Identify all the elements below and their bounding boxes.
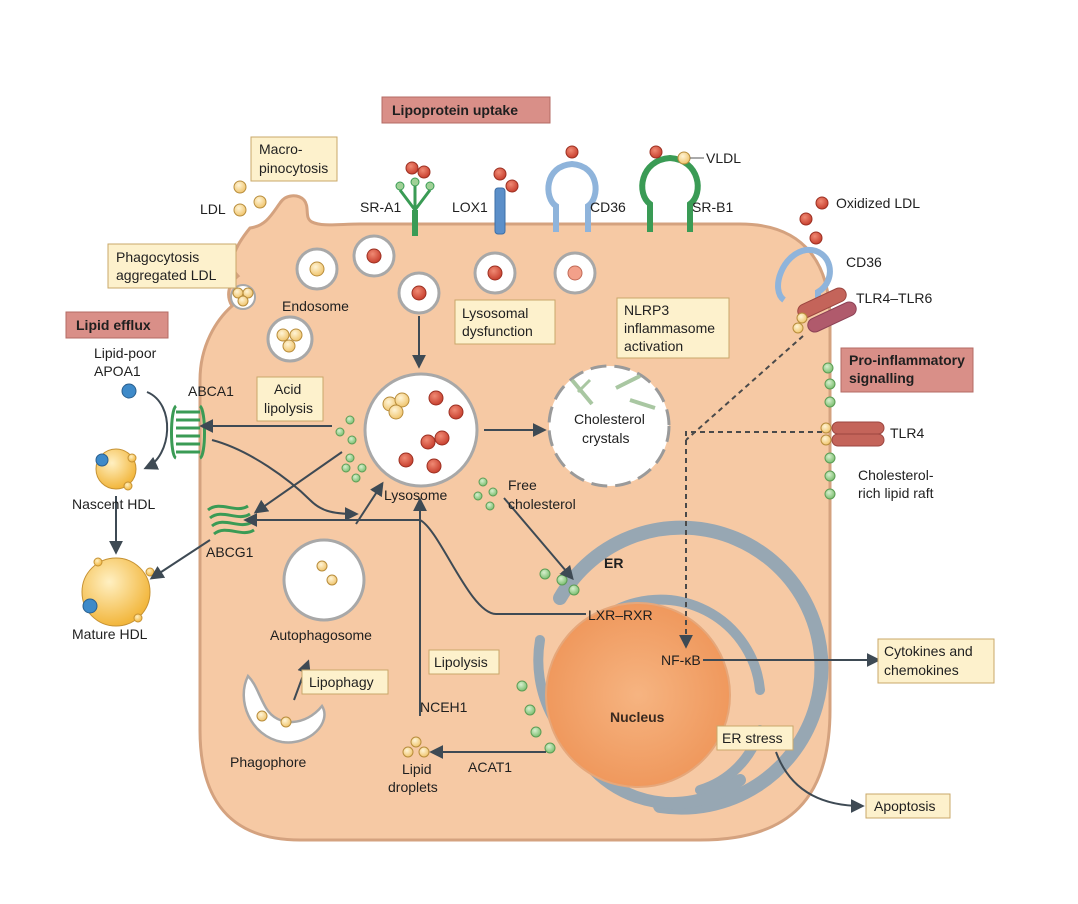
sr-a1-receptor (395, 161, 435, 236)
nlrp3-label-2: inflammasome (624, 320, 715, 336)
lipid-raft-label-1: Cholesterol- (858, 467, 934, 483)
abcg1-transporter (207, 504, 255, 536)
vldl-label: VLDL (706, 150, 741, 166)
cd36-right-receptor (775, 246, 833, 306)
nucleus (545, 602, 731, 788)
apoptosis-label: Apoptosis (874, 798, 935, 814)
autophagosome (282, 538, 366, 622)
ldl-particles (233, 180, 267, 217)
mature-hdl-label: Mature HDL (72, 626, 148, 642)
lipid-poor-label-2: APOA1 (94, 363, 141, 379)
abca1-label: ABCA1 (188, 383, 234, 399)
nlrp3-label-3: activation (624, 338, 683, 354)
macropinocytosis-label-2: pinocytosis (259, 160, 328, 176)
macropinocytosis-label-1: Macro- (259, 141, 303, 157)
lipid-poor-label-1: Lipid-poor (94, 345, 157, 361)
phagocytosis-label-2: aggregated LDL (116, 267, 217, 283)
sr-b1-receptor (639, 145, 704, 232)
nascent-hdl-particle (95, 448, 137, 491)
sr-a1-label: SR-A1 (360, 199, 401, 215)
nucleus-label: Nucleus (610, 709, 665, 725)
lox1-label: LOX1 (452, 199, 488, 215)
autophagosome-label: Autophagosome (270, 627, 372, 643)
ldl-label: LDL (200, 201, 226, 217)
cytokines-label-1: Cytokines and (884, 643, 973, 659)
free-cholesterol-label-1: Free (508, 477, 537, 493)
tlr4-receptor (820, 421, 885, 447)
abcg1-label: ABCG1 (206, 544, 254, 560)
lipid-poor-apoa1 (121, 383, 137, 399)
cd36-right-label: CD36 (846, 254, 882, 270)
phagocytosis-label-1: Phagocytosis (116, 249, 199, 265)
lipid-raft-beads (822, 362, 836, 500)
oxidized-ldl-particles (799, 196, 829, 245)
lysosomal-dysfunction-label-1: Lysosomal (462, 305, 528, 321)
cholesterol-crystals (547, 364, 671, 488)
lysosome-label: Lysosome (384, 487, 448, 503)
free-cholesterol-label-2: cholesterol (508, 496, 576, 512)
cd36-top-label: CD36 (590, 199, 626, 215)
phagophore-label: Phagophore (230, 754, 307, 770)
er-stress-label: ER stress (722, 730, 783, 746)
mature-hdl-particle (81, 557, 155, 627)
label-boxes (65, 96, 995, 819)
tlr4-label: TLR4 (890, 425, 924, 441)
lysosome (363, 372, 479, 488)
cholesterol-crystals-label-1: Cholesterol (574, 411, 645, 427)
cd36-top-receptor (545, 145, 599, 232)
lipid-raft-label-2: rich lipid raft (858, 485, 934, 501)
endosomes (230, 234, 597, 363)
lipophagy-label: Lipophagy (309, 674, 374, 690)
lipolysis-label: Lipolysis (434, 654, 488, 670)
nascent-hdl-label: Nascent HDL (72, 496, 155, 512)
lipoprotein-uptake-label: Lipoprotein uptake (392, 102, 518, 118)
pro-inflammatory-label-2: signalling (849, 370, 914, 386)
lysosomal-dysfunction-label-2: dysfunction (462, 323, 533, 339)
cholesterol-crystals-label-2: crystals (582, 430, 629, 446)
acid-lipolysis-label-2: lipolysis (264, 400, 313, 416)
acid-lipolysis-label-1: Acid (274, 381, 301, 397)
lxr-rxr-label: LXR–RXR (588, 607, 653, 623)
endosome-label: Endosome (282, 298, 349, 314)
lox1-receptor (493, 167, 519, 235)
sr-b1-label: SR-B1 (692, 199, 733, 215)
tlr4-tlr6-label: TLR4–TLR6 (856, 290, 932, 306)
nlrp3-label-1: NLRP3 (624, 302, 669, 318)
phagophore (242, 673, 326, 744)
nfkb-label: NF-κB (661, 652, 701, 668)
oxidized-ldl-label: Oxidized LDL (836, 195, 920, 211)
er-label: ER (604, 555, 623, 571)
cytokines-label-2: chemokines (884, 662, 959, 678)
tlr4-tlr6-receptor (792, 287, 857, 334)
pathway-arrows (109, 316, 881, 813)
lipid-droplets-label-2: droplets (388, 779, 438, 795)
nceh1-label: NCEH1 (420, 699, 468, 715)
free-cholesterol-dots (335, 415, 498, 511)
lipid-droplets (402, 736, 430, 758)
lipid-efflux-label: Lipid efflux (76, 317, 151, 333)
lipid-droplets-label-1: Lipid (402, 761, 432, 777)
pro-inflammatory-label-1: Pro-inflammatory (849, 352, 965, 368)
acat1-label: ACAT1 (468, 759, 512, 775)
